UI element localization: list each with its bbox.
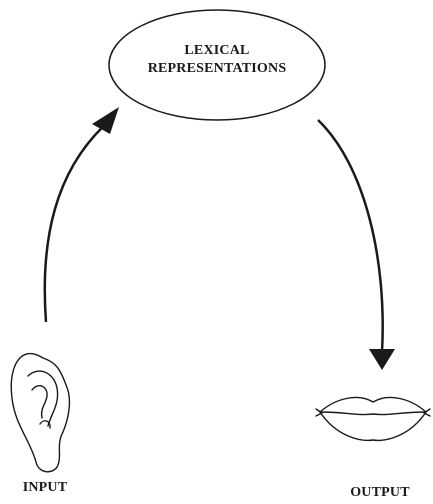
output-label: OUTPUT xyxy=(335,485,425,501)
lexical-representations-label: LEXICAL REPRESENTATIONS xyxy=(108,42,326,78)
input-arrow xyxy=(45,107,119,322)
node-label-line2: REPRESENTATIONS xyxy=(108,60,326,78)
lips-icon xyxy=(316,397,430,440)
output-arrow xyxy=(318,120,395,370)
input-label: INPUT xyxy=(5,480,85,496)
node-label-line1: LEXICAL xyxy=(108,42,326,60)
ear-icon xyxy=(11,354,69,472)
